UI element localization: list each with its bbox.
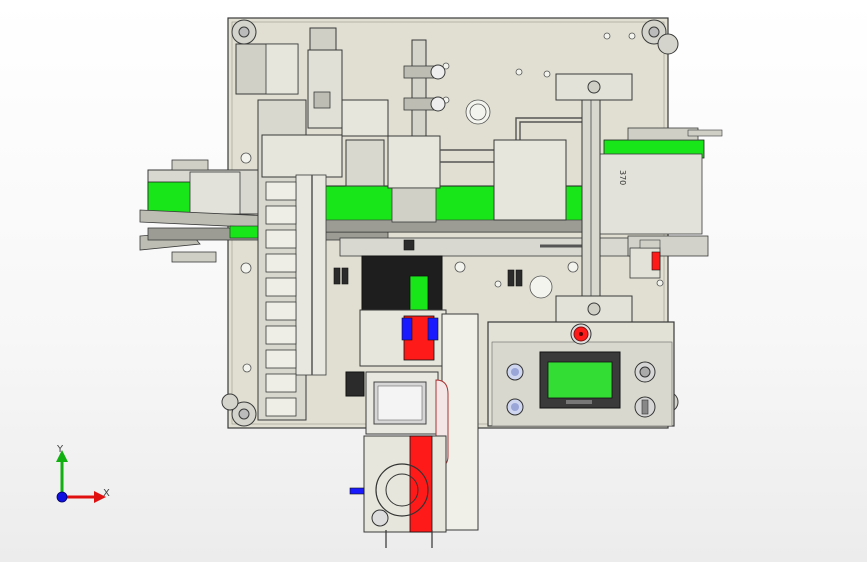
gantry-profile[interactable]	[493, 73, 633, 323]
axis-y-label: Y	[56, 444, 64, 455]
part-marking-label: 370	[618, 170, 627, 185]
servo-motor-assembly[interactable]	[307, 27, 389, 187]
axis-z-origin	[56, 491, 68, 503]
magazine-slots	[265, 181, 297, 417]
sensor-blocks	[333, 239, 523, 287]
infeed-conveyor[interactable]	[139, 159, 389, 263]
touch-screen-icon[interactable]	[377, 385, 423, 421]
label-feeder[interactable]	[349, 435, 447, 548]
push-button-icon[interactable]	[506, 363, 524, 416]
main-conveyor-belt[interactable]: 370	[257, 127, 723, 257]
hmi-display[interactable]	[539, 351, 621, 409]
mounting-holes	[240, 32, 664, 373]
emergency-stop-icon[interactable]	[570, 323, 592, 345]
selector-switch-icon[interactable]	[634, 361, 656, 418]
axis-y-arrowhead	[56, 450, 68, 462]
axis-x-label: X	[103, 488, 110, 499]
coordinate-triad: Y X	[56, 444, 110, 503]
side-sensor-bracket	[629, 239, 661, 279]
axis-x-arrowhead	[94, 491, 106, 503]
vertical-cylinder[interactable]	[387, 39, 446, 223]
labeling-head[interactable]	[345, 255, 479, 531]
